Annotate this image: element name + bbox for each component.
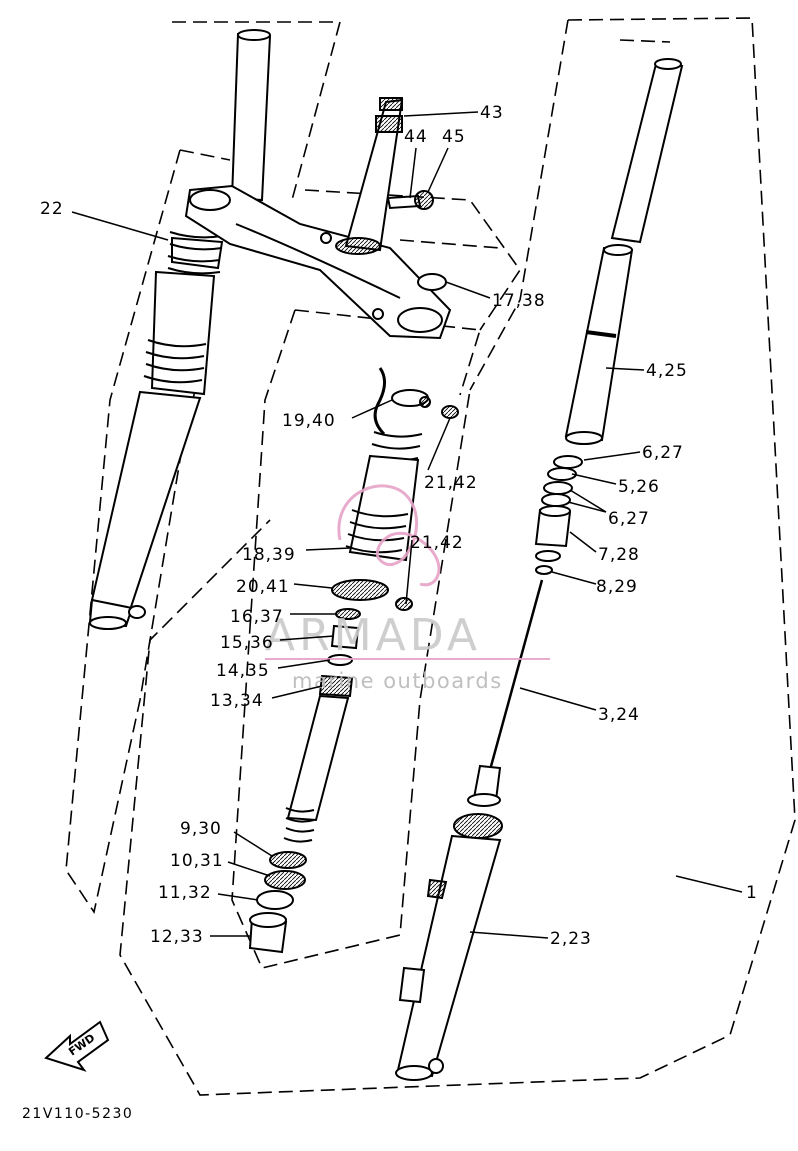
callout-2-23: 2,23 bbox=[550, 929, 592, 949]
callout-21-42-a: 21,42 bbox=[424, 473, 478, 493]
left-fork-assembly bbox=[88, 29, 272, 630]
callout-6-27-b: 6,27 bbox=[608, 509, 650, 529]
watermark-tagline: marine outboards bbox=[292, 669, 503, 693]
callout-10-31: 10,31 bbox=[170, 851, 224, 871]
callout-8-29: 8,29 bbox=[596, 577, 638, 597]
callout-11-32: 11,32 bbox=[158, 883, 212, 903]
watermark-underline bbox=[265, 658, 550, 660]
callout-12-33: 12,33 bbox=[150, 927, 204, 947]
steering-bracket bbox=[184, 97, 452, 340]
callout-15-36: 15,36 bbox=[220, 633, 274, 653]
left-inner-tube bbox=[230, 32, 272, 202]
outline-right-top bbox=[469, 19, 569, 391]
arrow-icon bbox=[44, 1020, 110, 1072]
callout-labels: 43 44 45 22 17,38 4,25 19,40 6,27 21,42 … bbox=[40, 103, 758, 949]
right-inner-tube bbox=[564, 246, 634, 442]
leader-lines bbox=[71, 111, 743, 939]
callout-17-38: 17,38 bbox=[492, 291, 546, 311]
callout-7-28: 7,28 bbox=[598, 545, 640, 565]
right-fork-assembly bbox=[395, 58, 684, 1081]
callout-9-30: 9,30 bbox=[180, 819, 222, 839]
callout-44: 44 bbox=[404, 127, 428, 147]
outline-right-fork bbox=[119, 17, 796, 1096]
callout-3-24: 3,24 bbox=[598, 705, 640, 725]
outline-right-cap bbox=[619, 39, 671, 43]
callout-13-34: 13,34 bbox=[210, 691, 264, 711]
callout-4-25: 4,25 bbox=[646, 361, 688, 381]
callout-21-42-b: 21,42 bbox=[410, 533, 464, 553]
drawing-code: 21V110-5230 bbox=[22, 1106, 133, 1122]
outline-bracket-b bbox=[399, 239, 501, 249]
watermark: ARMADA marine outboards bbox=[265, 484, 550, 693]
callout-1: 1 bbox=[746, 883, 758, 903]
watermark-logo bbox=[337, 484, 441, 587]
callout-6-27-a: 6,27 bbox=[642, 443, 684, 463]
damper-assembly bbox=[248, 367, 459, 954]
callout-19-40: 19,40 bbox=[282, 411, 336, 431]
callout-18-39: 18,39 bbox=[242, 545, 296, 565]
callout-16-37: 16,37 bbox=[230, 607, 284, 627]
group-outlines bbox=[65, 17, 796, 1096]
fwd-arrow: FWD bbox=[44, 1020, 110, 1072]
callout-5-26: 5,26 bbox=[618, 477, 660, 497]
left-upper-sleeve bbox=[150, 270, 216, 396]
callout-22: 22 bbox=[40, 199, 64, 219]
outline-inner-damper bbox=[179, 149, 482, 969]
callout-43: 43 bbox=[480, 103, 504, 123]
under-bracket bbox=[184, 184, 452, 340]
callout-45: 45 bbox=[442, 127, 466, 147]
callout-14-35: 14,35 bbox=[216, 661, 270, 681]
watermark-brand: ARMADA bbox=[265, 610, 481, 661]
callout-20-41: 20,41 bbox=[236, 577, 290, 597]
right-outer-tube bbox=[396, 834, 502, 1078]
right-upper-tube bbox=[610, 62, 684, 244]
